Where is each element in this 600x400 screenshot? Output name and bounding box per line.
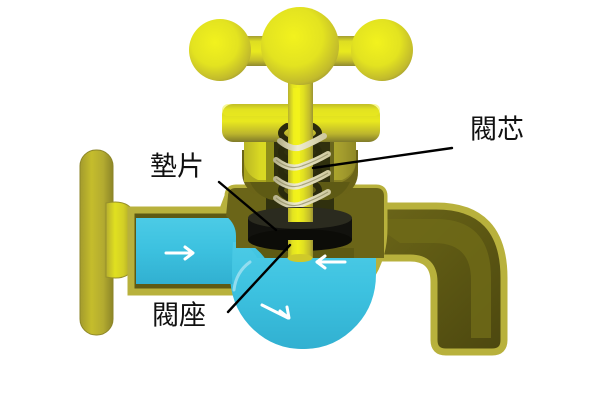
return-arrow xyxy=(315,254,347,270)
label-valve-stem: 閥芯 xyxy=(470,115,524,146)
annotation-labels: 閥芯 墊片 閥座 xyxy=(150,115,524,332)
leader-lines xyxy=(217,146,454,314)
inlet-arrow xyxy=(164,245,195,261)
label-gasket: 墊片 xyxy=(150,152,204,183)
valve-seat-plug xyxy=(287,240,313,262)
label-valve-seat: 閥座 xyxy=(152,301,206,332)
leader-valve-stem xyxy=(311,146,454,170)
flow-arrows xyxy=(164,245,347,320)
right-handle-ball xyxy=(351,19,413,81)
faucet-spout xyxy=(348,202,508,356)
leader-gasket xyxy=(217,180,278,232)
left-handle-ball xyxy=(189,19,251,81)
outlet-arrow xyxy=(260,303,291,320)
leader-valve-seat xyxy=(226,243,292,314)
center-handle-ball xyxy=(261,7,339,85)
stem-thread-helix xyxy=(273,133,331,209)
